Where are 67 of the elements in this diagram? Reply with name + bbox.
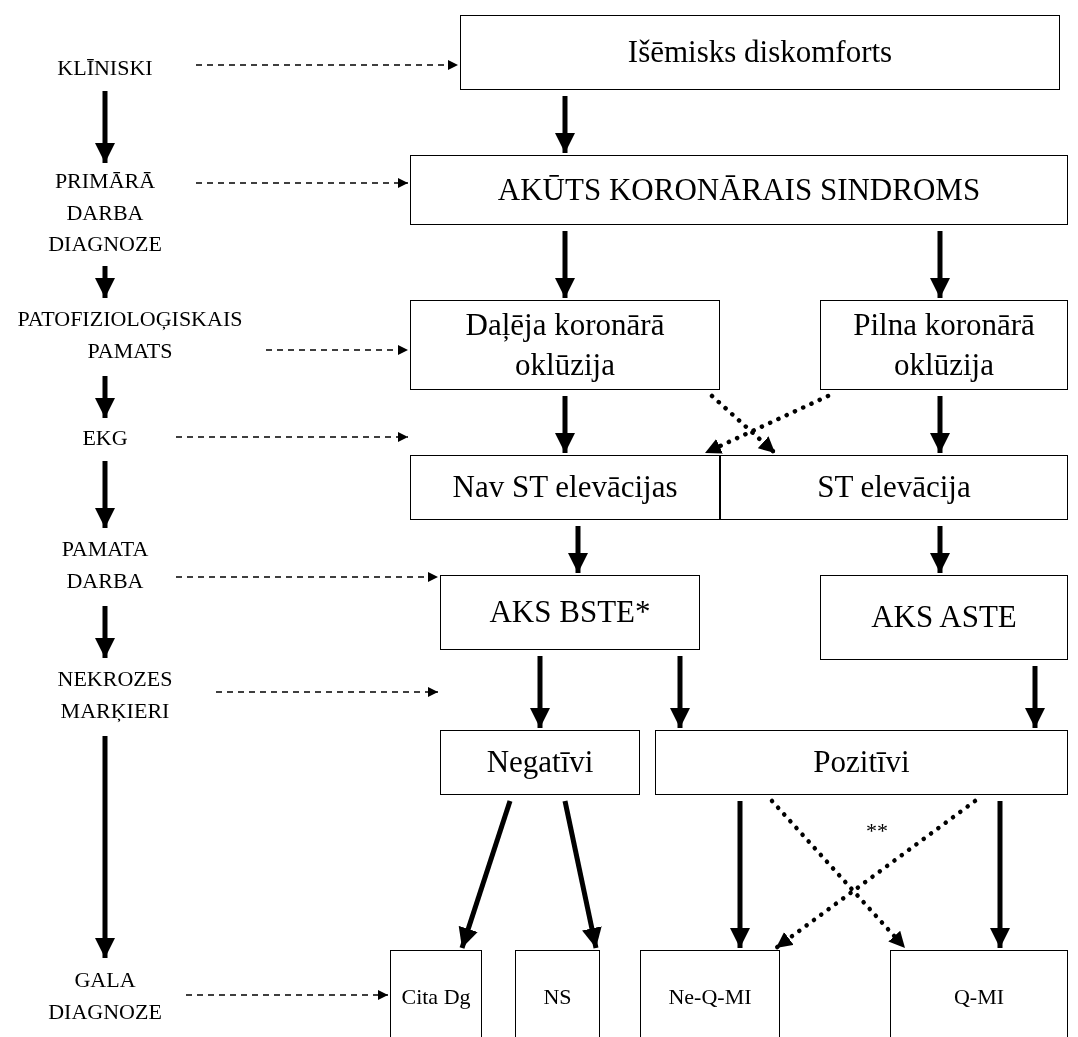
box-text: ST elevācija — [817, 468, 971, 507]
arrow — [562, 800, 602, 949]
arrow — [95, 736, 115, 958]
box-text: NS — [543, 983, 572, 1012]
arrow — [990, 801, 1010, 948]
flow-box — [515, 950, 600, 1037]
arrow — [930, 396, 950, 453]
box-text: Cita Dg — [401, 983, 471, 1012]
stage-label: PAMATA DARBA — [60, 535, 150, 595]
arrow — [555, 231, 575, 298]
arrow — [530, 656, 550, 728]
dashed-arrow — [195, 60, 459, 70]
dotted-arrow — [769, 798, 908, 951]
flow-box — [820, 300, 1068, 390]
arrow — [1025, 666, 1045, 728]
arrow — [930, 231, 950, 298]
dashed-arrow — [175, 432, 409, 442]
dotted-arrow — [709, 393, 778, 456]
arrow — [95, 461, 115, 528]
arrow — [930, 526, 950, 573]
box-text: AKŪTS KORONĀRAIS SINDROMS — [497, 170, 981, 209]
flow-box — [440, 575, 700, 650]
stage-label: EKG — [82, 423, 128, 452]
dashed-arrow — [195, 178, 409, 188]
stage-label: PRIMĀRĀ DARBA DIAGNOZE — [47, 166, 163, 259]
box-text: Ne-Q-MI — [668, 983, 752, 1012]
box-text: Negatīvi — [486, 743, 594, 782]
arrow — [95, 266, 115, 298]
arrow — [95, 376, 115, 418]
dotted-arrow — [773, 798, 978, 951]
flow-box — [720, 455, 1068, 520]
stage-label: NEKROZES MARĶIERI — [56, 665, 174, 725]
flow-box — [410, 155, 1068, 225]
arrow — [458, 800, 513, 949]
arrow — [555, 96, 575, 153]
stage-label: PATOFIZIOLOĢISKAIS PAMATS — [16, 305, 244, 365]
box-text: Nav ST elevācijas — [452, 468, 678, 507]
flow-box — [460, 15, 1060, 90]
arrow — [730, 801, 750, 948]
arrow — [670, 656, 690, 728]
dashed-arrow — [175, 572, 439, 582]
box-text: Išēmisks diskomforts — [627, 33, 893, 72]
flow-box — [440, 730, 640, 795]
arrow — [95, 91, 115, 163]
dashed-arrow — [185, 990, 389, 1000]
flow-box — [890, 950, 1068, 1037]
dotted-arrow — [702, 393, 831, 456]
flow-box — [820, 575, 1068, 660]
stage-label: KLĪNISKI — [57, 53, 153, 82]
box-text: Daļēja koronārā oklūzija — [464, 305, 666, 384]
flow-box — [410, 455, 720, 520]
flow-box — [655, 730, 1068, 795]
box-text: AKS BSTE* — [489, 593, 651, 632]
footnote-mark: ** — [866, 818, 888, 844]
dashed-arrow — [215, 687, 439, 697]
flow-box — [410, 300, 720, 390]
arrow — [95, 606, 115, 658]
flow-box — [390, 950, 482, 1037]
stage-label: GALA DIAGNOZE — [47, 966, 163, 1026]
box-text: Q-MI — [953, 983, 1005, 1012]
box-text: Pozitīvi — [813, 743, 910, 782]
flow-box — [640, 950, 780, 1037]
arrow — [555, 396, 575, 453]
dashed-arrow — [265, 345, 409, 355]
box-text: AKS ASTE — [871, 598, 1017, 637]
box-text: Pilna koronārā oklūzija — [852, 305, 1036, 384]
arrow — [568, 526, 588, 573]
